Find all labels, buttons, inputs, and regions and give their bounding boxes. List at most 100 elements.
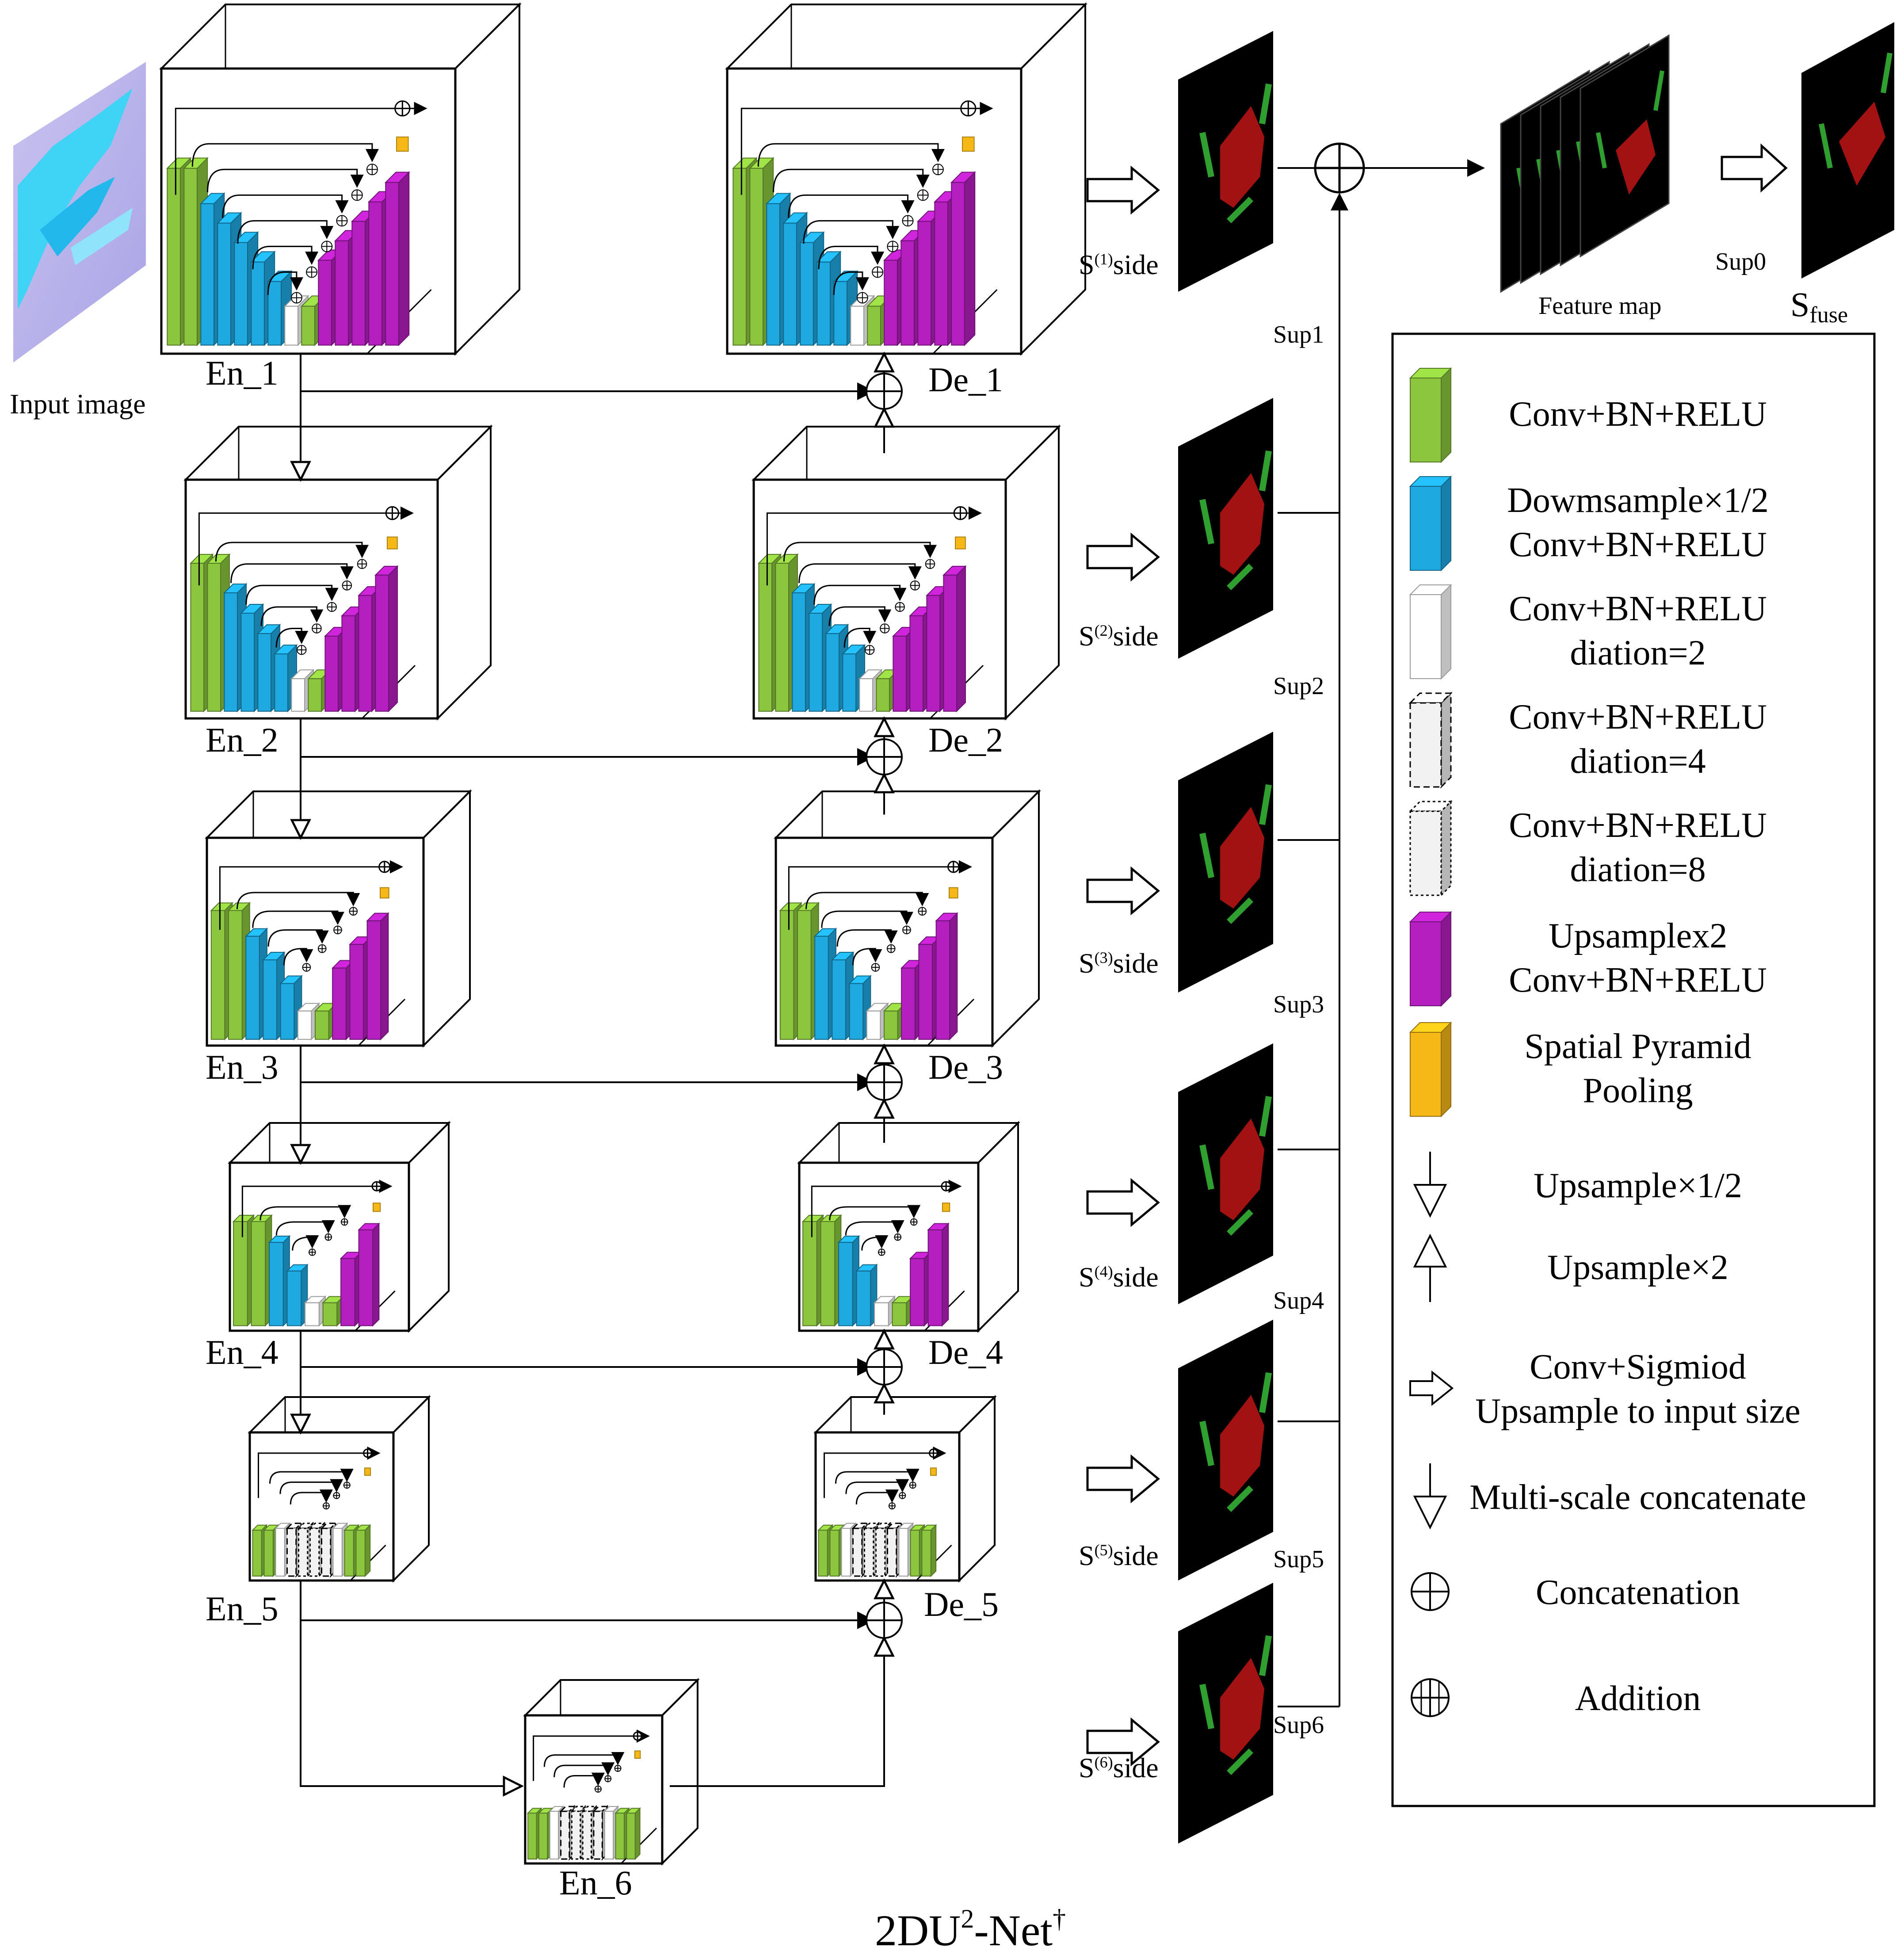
figure-title: 2DU2-Net†: [875, 1904, 1066, 1951]
layer-block: [304, 1295, 327, 1327]
legend-label: Upsamplex2: [1549, 916, 1727, 955]
addition-icon: [878, 1248, 885, 1256]
addition-icon: [371, 1181, 382, 1191]
addition-icon: [336, 215, 348, 227]
addition-icon: [917, 189, 929, 201]
layer-block: [942, 565, 967, 713]
side-outputs: S(1)sideSup1S(2)sideSup2S(3)sideSup3S(4)…: [1079, 22, 1894, 1844]
layer-block: [891, 1295, 914, 1327]
addition-icon: [888, 1502, 896, 1510]
supervision-label: Sup2: [1273, 672, 1324, 700]
feature-map: [1500, 34, 1670, 293]
legend-label: Conv+BN+RELU: [1509, 698, 1767, 737]
side-output-label: S(2)side: [1079, 620, 1159, 652]
legend-swatch: [1409, 584, 1452, 680]
addition-icon: [317, 944, 327, 953]
layer-block: [256, 623, 281, 713]
addition-icon: [872, 266, 884, 278]
addition-icon: [296, 645, 307, 655]
addition-icon: [902, 925, 911, 935]
legend-item: Upsample×2: [1413, 1233, 1728, 1302]
supervision-label: Sup1: [1273, 321, 1324, 348]
down-arrow-icon: [1413, 1152, 1447, 1218]
hollow-right-arrow-icon: [1086, 1717, 1160, 1767]
spp-block: [387, 536, 398, 550]
down-arrow-icon: [1413, 1463, 1447, 1530]
legend-label: Addition: [1575, 1679, 1701, 1718]
hollow-right-arrow-icon: [1086, 1454, 1160, 1504]
supervision-label: Sup6: [1273, 1711, 1324, 1739]
addition-icon: [864, 645, 875, 655]
hollow-right-arrow-icon: [1409, 1370, 1454, 1406]
encoder-block-1: En_1: [159, 2, 522, 392]
supervision-label: Sup5: [1273, 1546, 1324, 1573]
layer-block: [358, 1222, 380, 1327]
supervision-label: Sup4: [1273, 1287, 1324, 1314]
layer-block: [232, 1214, 255, 1327]
concatenation-symbol: [1411, 1572, 1450, 1611]
layer-block: [374, 565, 399, 713]
legend-label: Multi-scale concatenate: [1469, 1478, 1806, 1517]
legend-label: Conv+BN+RELU: [1509, 395, 1767, 434]
layer-block: [873, 1295, 896, 1327]
sup0-label: Sup0: [1715, 248, 1766, 275]
legend-box: [1391, 332, 1876, 1807]
decoder-block-2-label: De_2: [928, 721, 1003, 759]
addition-icon: [894, 1233, 902, 1241]
addition-icon: [856, 292, 868, 304]
blue-block: [1409, 475, 1452, 572]
hollow-right-arrow-icon: [1086, 866, 1160, 916]
legend-item: Addition: [1411, 1678, 1701, 1718]
legend-item: Concatenation: [1411, 1572, 1740, 1612]
side-output-6: S(6)side Sup6: [1079, 1583, 1339, 1844]
addition-icon: [306, 266, 318, 278]
decoder-block-4: De_4: [797, 1121, 1020, 1371]
side-output-label: S(4)side: [1079, 1261, 1159, 1293]
addition-icon: [322, 1502, 330, 1510]
concatenation-icon: [1314, 142, 1365, 194]
addition-icon: [385, 506, 400, 520]
concatenation-icon: [866, 1348, 903, 1386]
side-output-label: S(1)side: [1079, 249, 1159, 280]
legend-label: diation=8: [1570, 850, 1706, 889]
addition-icon: [633, 1731, 642, 1741]
legend-label: Conv+Sigmiod: [1530, 1348, 1746, 1386]
addition-icon: [333, 925, 342, 935]
concatenation-icon: [866, 738, 903, 775]
addition-icon: [960, 100, 977, 117]
network-blocks: En_1En_2En_3En_4En_5En_6De_1De_2De_3De_4…: [159, 2, 1087, 1902]
spp-block: [634, 1750, 641, 1759]
legend-label: Spatial Pyramid: [1524, 1027, 1751, 1066]
addition-icon: [357, 559, 367, 569]
layer-block: [268, 1235, 291, 1327]
addition-icon: [343, 1481, 351, 1489]
addition-icon: [886, 944, 896, 953]
concatenation-icon: [866, 373, 903, 410]
addition-icon: [321, 241, 333, 252]
concatenation-icon: [1411, 1572, 1450, 1611]
addition-icon: [910, 580, 920, 591]
layer-block: [286, 1264, 309, 1327]
legend-label: diation=2: [1570, 634, 1706, 672]
addition-icon: [378, 861, 391, 873]
addition-icon: [880, 623, 890, 634]
addition-icon: [349, 907, 358, 916]
addition-icon: [947, 861, 960, 873]
layer-block: [927, 1222, 950, 1327]
encoder-block-4-label: En_4: [206, 1333, 279, 1371]
input-image: [13, 62, 146, 363]
concatenation-icon: [866, 1064, 903, 1101]
decoder-block-4-label: De_4: [928, 1333, 1003, 1371]
layer-block: [855, 1264, 878, 1327]
fused-output: [1801, 22, 1894, 279]
side-output-label: S(6)side: [1079, 1752, 1159, 1783]
layer-block: [801, 1214, 824, 1327]
